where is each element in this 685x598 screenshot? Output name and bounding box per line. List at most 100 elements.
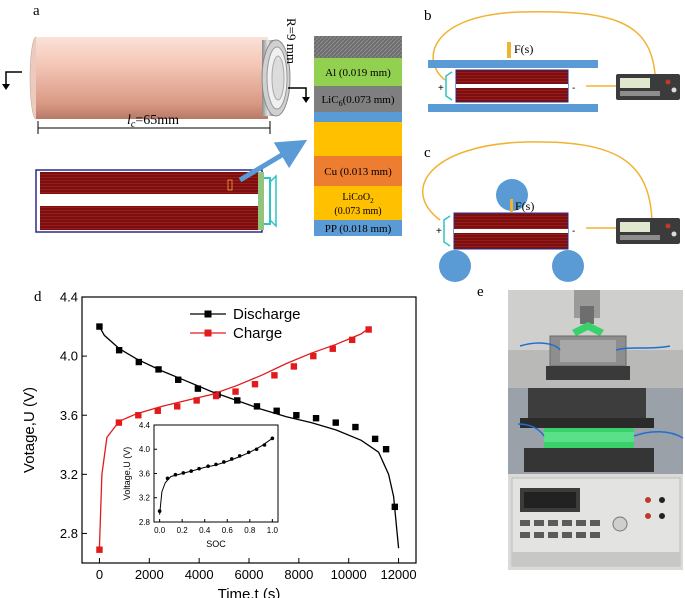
discharge-marker	[371, 435, 379, 443]
inset-x-tick-label: 0.4	[199, 526, 211, 535]
discharge-marker	[194, 385, 202, 392]
discharge-marker	[332, 419, 339, 426]
right-axis-mark	[288, 87, 307, 100]
y-tick-label: 3.2	[60, 467, 78, 482]
cell-cross-section	[35, 169, 277, 233]
inset-x-tick-label: 0.6	[222, 526, 234, 535]
charge-marker	[154, 407, 161, 414]
inset-y-tick-label: 3.2	[139, 494, 151, 503]
panel-e-label: e	[477, 284, 484, 300]
top-roller-c	[496, 179, 528, 211]
right-arrow-icon	[302, 97, 310, 103]
force-arrow-c	[510, 199, 513, 212]
setup-b: + - F(s)	[428, 11, 680, 112]
layer-pp-label: PP (0.018 mm)	[325, 223, 392, 235]
charge-marker	[212, 392, 220, 400]
inset-marker	[214, 462, 218, 467]
inset-marker	[165, 476, 170, 481]
x-tick-label: 12000	[380, 567, 416, 582]
layer-licoo2	[314, 186, 402, 220]
discharge-marker	[273, 407, 280, 414]
panel-d-label: d	[34, 289, 42, 305]
inset-y-tick-label: 4.4	[139, 421, 151, 430]
layer-cu	[314, 156, 402, 186]
cell-cylinder	[29, 36, 291, 120]
charge-legend-marker	[204, 329, 212, 337]
inset-x-tick-label: 0.2	[177, 526, 189, 535]
discharge-marker	[96, 323, 103, 330]
x-tick-label: 4000	[185, 567, 214, 582]
discharge-marker	[135, 358, 143, 366]
discharge-legend-marker	[204, 310, 212, 318]
discharge-marker	[352, 423, 359, 431]
layer-stack: Al (0.019 mm) LiC6(0.073 mm) Cu (0.013 m…	[314, 36, 402, 236]
x-axis-label: Time,t (s)	[218, 586, 281, 598]
x-tick-label: 10000	[331, 567, 367, 582]
multimeter-b	[616, 74, 680, 100]
charge-marker	[96, 546, 103, 553]
inset-y-tick-label: 3.6	[139, 469, 151, 478]
layer-lic6	[314, 86, 402, 112]
discharge-marker	[115, 347, 123, 354]
inset-marker	[206, 464, 210, 469]
layer-licoo2-label: LiCoO2	[342, 192, 374, 205]
multimeter-c	[616, 218, 680, 244]
radius-label: R=9 mm	[284, 18, 299, 64]
inset-marker	[262, 443, 267, 447]
inset-marker	[197, 466, 201, 471]
left-arrow-icon	[2, 84, 10, 90]
force-label-b: F(s)	[514, 42, 533, 56]
panel-c-label: c	[424, 145, 431, 161]
inset-marker	[157, 509, 162, 513]
test-rig-photo	[508, 290, 684, 570]
discharge-series-line	[98, 326, 400, 549]
x-tick-label: 0	[96, 567, 103, 582]
inset-marker	[254, 447, 259, 452]
discharge-marker	[155, 366, 162, 373]
charge-marker	[365, 326, 372, 333]
left-roller-c	[439, 250, 471, 282]
y-tick-label: 4.0	[60, 349, 78, 364]
y-tick-label: 2.8	[60, 526, 78, 541]
zoom-arrow	[238, 139, 308, 183]
inset-plot-frame	[153, 424, 279, 523]
panel-b-label: b	[424, 8, 432, 24]
charge-marker	[251, 380, 259, 388]
discharge-marker	[253, 403, 261, 410]
layer-licoo2-thickness: (0.073 mm)	[334, 206, 381, 217]
x-tick-label: 8000	[284, 567, 313, 582]
inset-y-axis-label: Voltage,U (V)	[122, 447, 132, 501]
charge-marker	[290, 363, 298, 370]
charge-marker	[310, 352, 317, 360]
minus-sign-b: -	[572, 83, 575, 94]
inset-marker	[173, 472, 178, 477]
panel-a-label: a	[33, 3, 40, 19]
layer-al	[314, 58, 402, 86]
length-label: lc=65mm	[127, 113, 179, 130]
discharge-marker	[234, 397, 241, 404]
force-label-c: F(s)	[515, 199, 534, 213]
layer-al-label: Al (0.019 mm)	[325, 67, 391, 79]
inset-marker	[222, 460, 226, 464]
x-tick-label: 2000	[135, 567, 164, 582]
charge-marker	[232, 388, 239, 395]
inset-y-tick-label: 4.0	[139, 445, 151, 454]
inset-marker	[181, 471, 186, 475]
wire-b	[432, 11, 656, 81]
inset-marker	[189, 469, 193, 473]
discharge-marker	[382, 446, 390, 453]
bottom-plate-b	[428, 104, 598, 112]
inset-marker	[229, 457, 234, 461]
plus-sign-c: +	[436, 226, 442, 237]
minus-sign-c: -	[572, 226, 575, 237]
left-axis-mark	[5, 71, 22, 88]
charge-marker	[115, 419, 123, 426]
right-roller-c	[552, 250, 584, 282]
discharge-marker	[312, 414, 320, 422]
inset-marker	[237, 454, 242, 458]
layer-cu-label: Cu (0.013 mm)	[324, 166, 392, 178]
charge-marker	[193, 397, 200, 404]
inset-marker	[270, 436, 275, 441]
inset-x-tick-label: 0.0	[154, 526, 166, 535]
